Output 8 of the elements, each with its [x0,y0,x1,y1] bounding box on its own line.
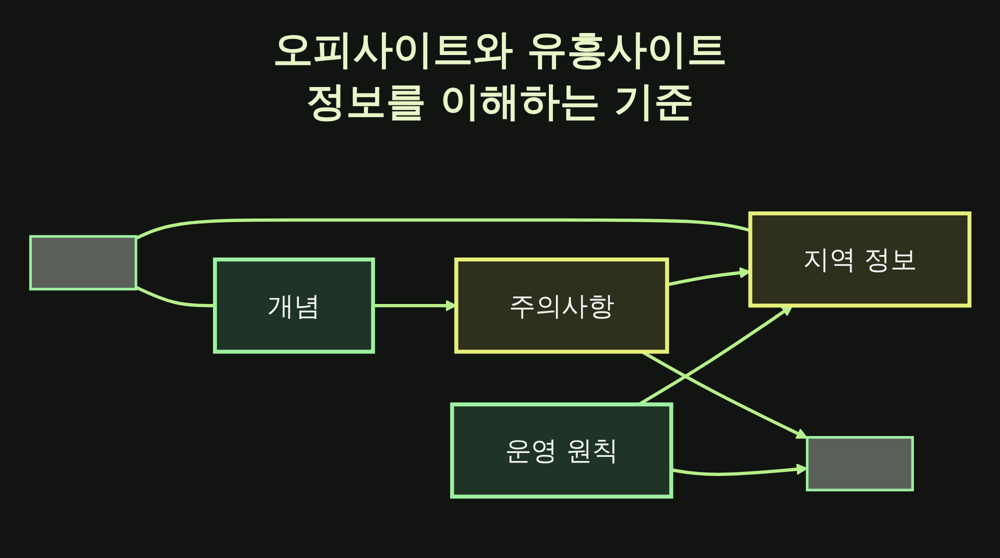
node-box: 개념 [213,258,376,354]
title: 오피사이트와 유흥사이트 정보를 이해하는 기준 [272,26,728,127]
node-box [806,436,914,492]
node-box: 주의사항 [454,258,670,354]
connector [135,286,215,308]
node-box: 운영 원칙 [450,402,674,499]
node-box: 지역 정보 [748,211,972,308]
node-box [29,235,138,290]
